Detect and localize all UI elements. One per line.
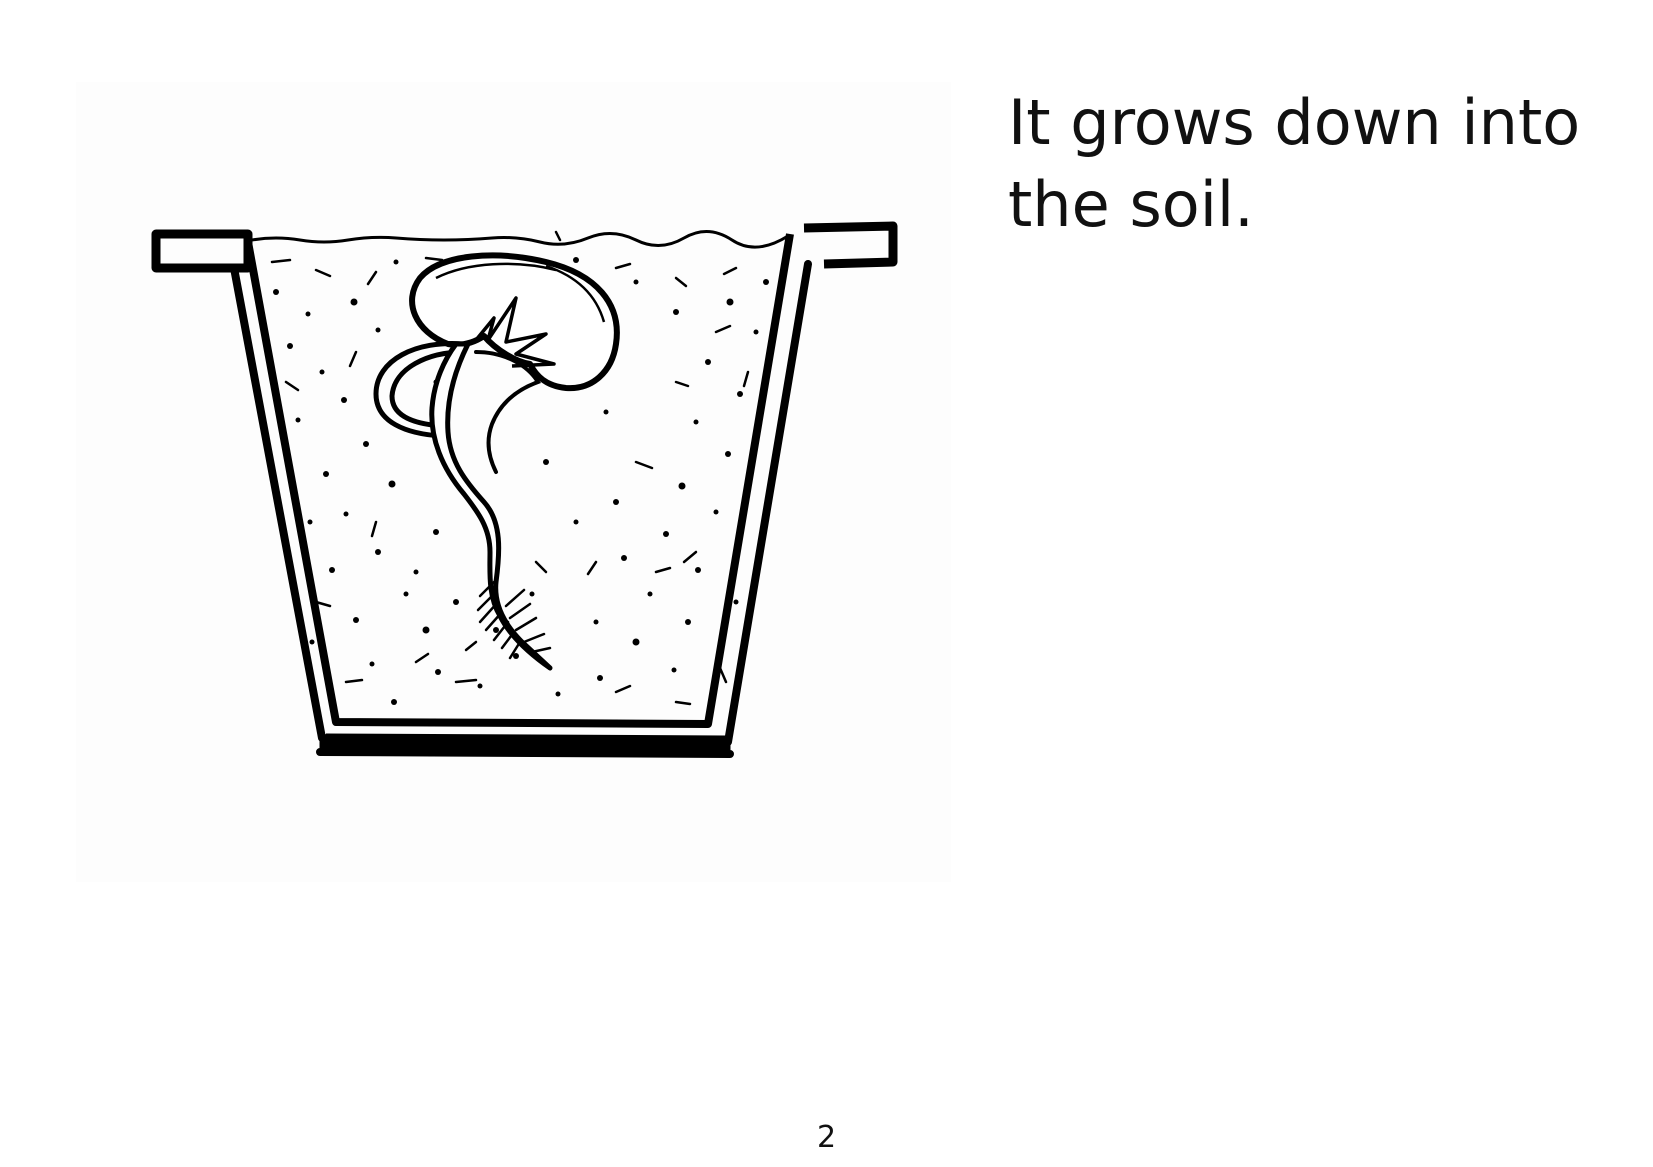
story-text: It grows down into the soil. [1008, 86, 1581, 241]
seedling-stem-right [474, 350, 542, 474]
soil-speckles [273, 255, 769, 705]
seed-coat-fold [435, 262, 606, 323]
pot-inner-wall [244, 233, 794, 728]
plumule-spikes [474, 296, 556, 368]
seedling-root [429, 341, 553, 671]
seed-coat [409, 252, 620, 392]
pot-rim-left [151, 229, 253, 273]
root-hairs [476, 580, 552, 660]
seed-in-pot-illustration [76, 82, 951, 882]
pot-base [316, 748, 734, 758]
soil-surface [251, 230, 789, 249]
soil-dashes [270, 230, 750, 706]
cotyledon-loop [373, 340, 467, 439]
page-number: 2 [816, 1120, 837, 1155]
pot-rim-right [803, 221, 898, 269]
seed-in-pot-icon [151, 221, 898, 758]
